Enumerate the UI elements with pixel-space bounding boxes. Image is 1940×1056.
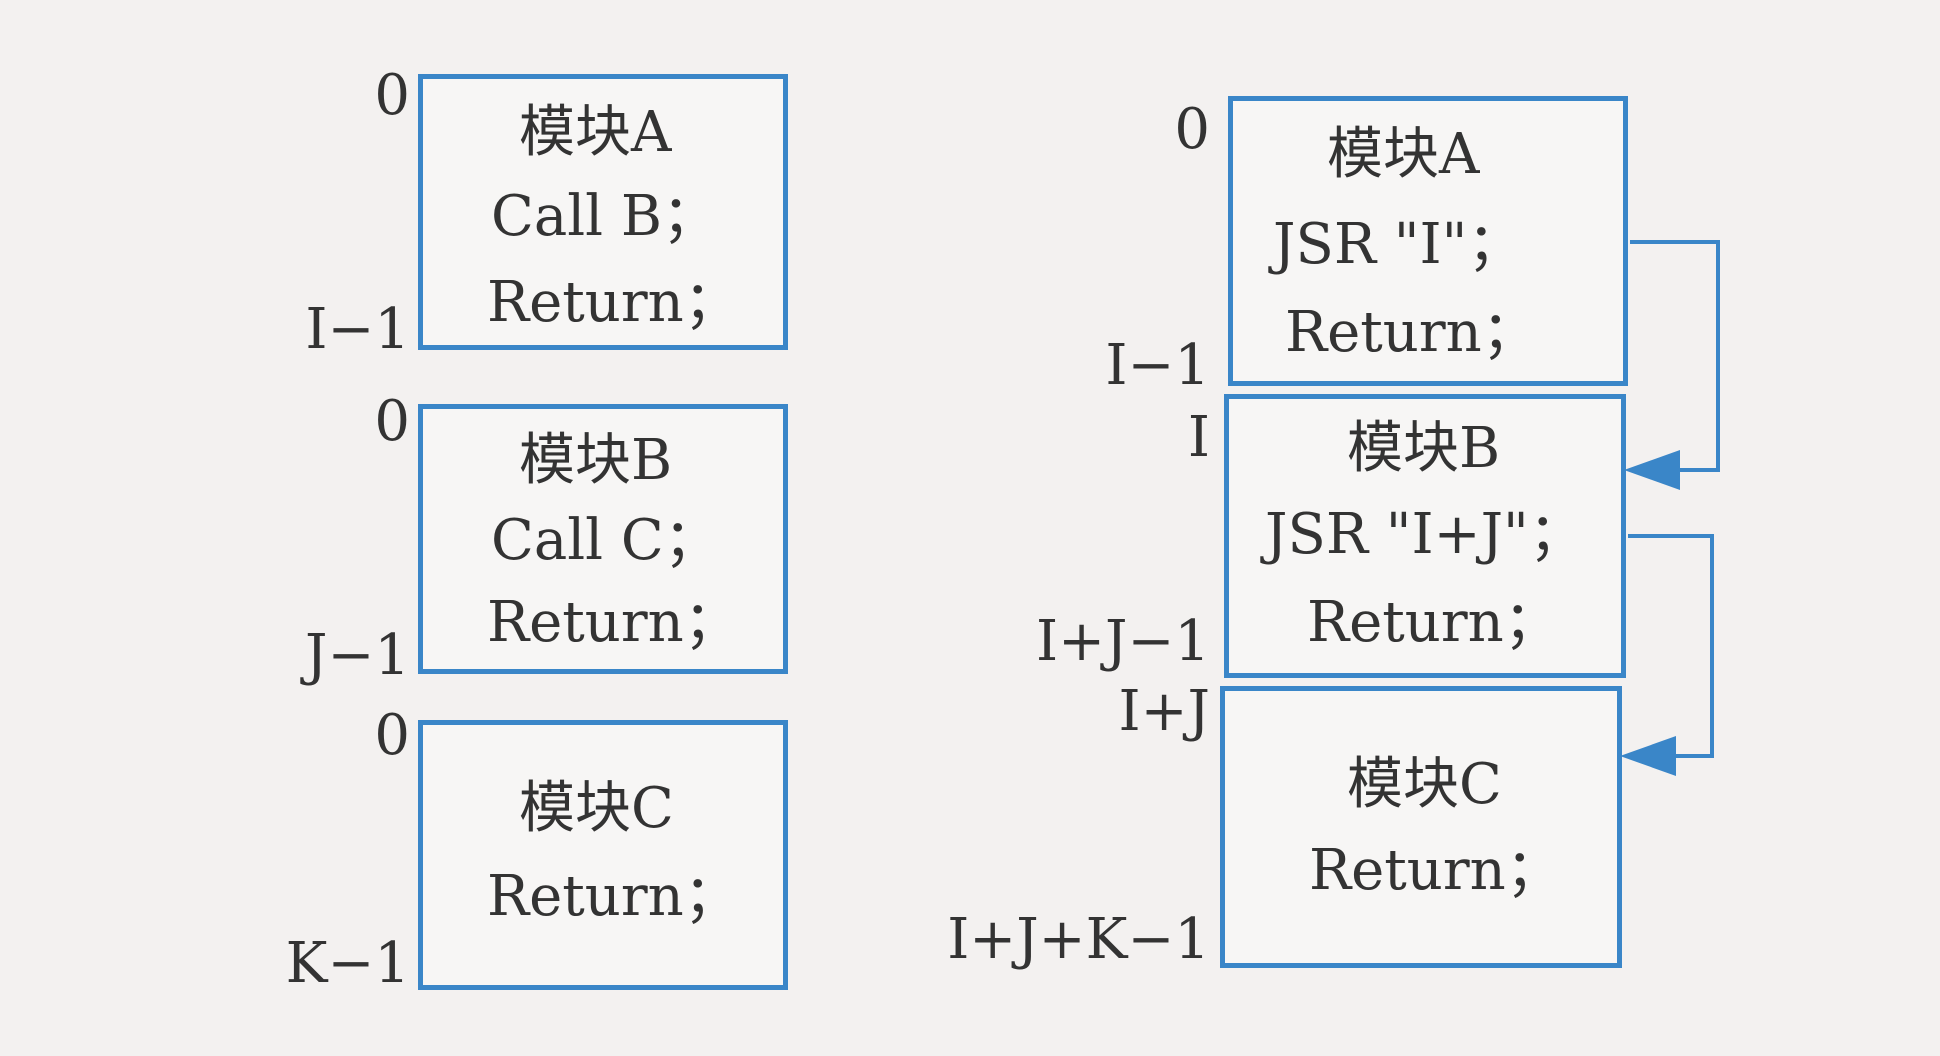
jump-arrow-a-to-b — [1624, 240, 1720, 490]
right-module-c-title: 模块C — [1347, 752, 1502, 817]
right-module-b-start-address: I — [1187, 405, 1210, 470]
right-module-a-call: JSR "I"； — [1273, 212, 1524, 277]
left-module-a-call: Call B； — [491, 184, 719, 249]
right-module-b-box: 模块B JSR "I+J"； Return； — [1224, 394, 1626, 678]
left-module-a-title: 模块A — [519, 100, 672, 165]
right-module-c-end-address: I+J+K−1 — [947, 907, 1210, 972]
left-module-a-start-address: 0 — [374, 63, 410, 128]
left-module-c-box: 模块C Return； — [418, 720, 788, 990]
right-module-b-title: 模块B — [1347, 416, 1501, 481]
right-module-a-box: 模块A JSR "I"； Return； — [1228, 96, 1628, 386]
left-module-b-box: 模块B Call C； Return； — [418, 404, 788, 674]
left-module-a-box: 模块A Call B； Return； — [418, 74, 788, 350]
left-module-b-return: Return； — [487, 590, 740, 655]
left-module-c-return: Return； — [487, 864, 740, 929]
left-module-c-end-address: K−1 — [285, 931, 410, 996]
left-module-a-end-address: I−1 — [305, 297, 410, 362]
right-module-b-return: Return； — [1307, 590, 1560, 655]
right-module-b-call: JSR "I+J"； — [1265, 502, 1585, 567]
left-module-b-end-address: J−1 — [305, 623, 410, 688]
right-module-a-start-address: 0 — [1174, 97, 1210, 162]
left-module-b-title: 模块B — [519, 428, 673, 493]
right-module-c-box: 模块C Return； — [1220, 686, 1622, 968]
left-module-c-start-address: 0 — [374, 703, 410, 768]
jump-arrow-b-to-c — [1620, 534, 1714, 776]
right-module-a-return: Return； — [1285, 300, 1538, 365]
left-module-c-title: 模块C — [519, 776, 674, 841]
right-module-a-end-address: I−1 — [1105, 333, 1210, 398]
left-module-b-start-address: 0 — [374, 389, 410, 454]
left-module-a-return: Return； — [487, 270, 740, 335]
right-module-a-title: 模块A — [1327, 122, 1480, 187]
right-module-c-return: Return； — [1309, 838, 1562, 903]
right-module-b-end-address: I+J−1 — [1035, 609, 1210, 674]
left-module-b-call: Call C； — [491, 508, 720, 573]
right-module-c-start-address: I+J — [1118, 679, 1211, 744]
